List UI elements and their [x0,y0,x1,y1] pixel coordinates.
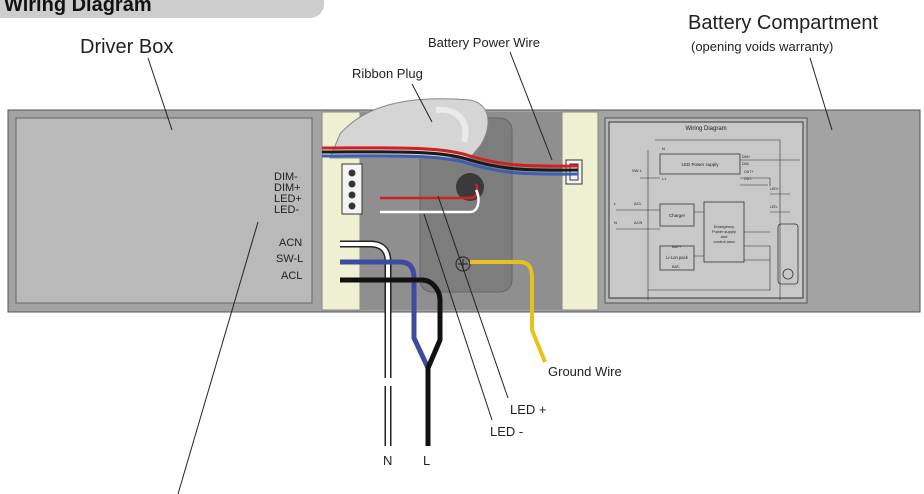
schematic-n: N [662,146,665,151]
terminal-block [341,163,363,215]
schematic-charger [659,203,695,227]
led-plus-leader [437,195,509,399]
schematic-acl: ACL [634,201,643,206]
schematic-emergency-4: control area [713,239,735,244]
battery-compartment-leader [809,57,833,131]
line-l-label: L [423,453,431,468]
neutral-n-label: N [383,453,393,468]
schematic-emergency-2: Power supply [712,229,736,234]
battery-compartment-label: Battery Compartment [688,12,879,34]
schematic-l1: L1 [662,176,667,181]
driver-box-leader [147,57,173,131]
ground-wire [470,260,547,363]
schematic-led-supply-label: LED Power supply [681,162,719,167]
schematic-battery [659,245,695,271]
schematic-out-plus: OUT+ [744,170,753,174]
schematic-led-supply [659,153,741,175]
battery-power-wire-label: Battery Power Wire [428,35,540,50]
schematic-sw-l: SW-L [632,168,643,173]
led-minus-wire [380,189,480,214]
schematic-panel: Wiring Diagram LED Power supply Charger … [608,121,804,300]
ribbon-plug-label: Ribbon Plug [352,66,423,81]
schematic-bat-minus: BAT- [672,265,681,269]
terminal-led-minus: LED- [274,204,299,216]
right-bracket [561,111,599,311]
line-wire [340,277,443,446]
terminal-leader [177,221,259,494]
ground-wire-label: Ground Wire [548,364,622,379]
driver-box [15,117,313,304]
battery-warning-note: (opening voids warranty) [691,39,834,54]
schematic-emergency-3: and [721,234,728,239]
terminal-dim-plus: DIM+ [274,182,301,194]
schematic-title: Wiring Diagram [685,126,726,132]
led-minus-label: LED - [490,424,524,439]
schematic-test-switch [777,223,799,285]
title-tab: Wiring Diagram [0,0,324,18]
schematic-l: L [614,201,617,206]
terminal-led-plus: LED+ [274,193,302,205]
schematic-li-ion: Li-Lon pack [666,255,689,260]
led-plus-wire [380,183,479,200]
driver-box-label: Driver Box [80,36,174,58]
schematic-dim-plus: DIM+ [742,155,750,159]
diagram-title: Wiring Diagram [4,0,152,16]
schematic-emergency-1: Emergency [714,224,734,229]
led-minus-leader [423,213,493,421]
schematic-led-plus: LED+ [770,187,779,191]
schematic-bat-plus: BAT+ [672,245,682,249]
terminal-acn: ACN [279,237,302,249]
terminal-sw-l: SW-L [276,253,303,265]
schematic-out-minus: OUT- [744,177,753,181]
schematic-acn: ACN [634,220,643,225]
terminal-acl: ACL [281,270,302,282]
schematic-led-minus: LED- [770,205,779,209]
schematic-dim-minus: DIM- [742,162,750,166]
schematic-charger-label: Charger [669,213,686,218]
terminal-dim-minus: DIM- [274,171,298,183]
schematic-n2: N [614,220,617,225]
battery-power-wire-leader [509,51,553,161]
led-plus-label: LED + [510,402,547,417]
ribbon-plug-leader [411,83,433,123]
